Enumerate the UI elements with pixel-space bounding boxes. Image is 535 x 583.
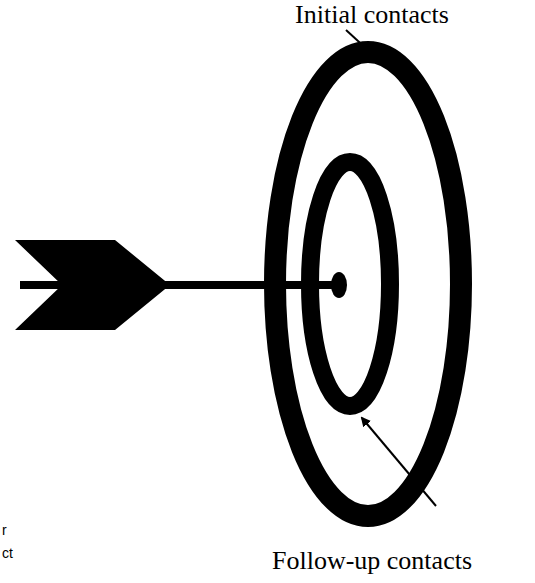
leader-arrow [346,30,370,52]
leader-arrow [362,418,436,506]
bullseye [331,272,347,298]
callout-label: Initial contacts [295,0,449,30]
cropped-note: r [2,522,7,538]
cropped-note: ct [2,545,13,561]
arrow-fletching [15,240,170,330]
callout-label: Follow-up contacts [272,546,472,576]
